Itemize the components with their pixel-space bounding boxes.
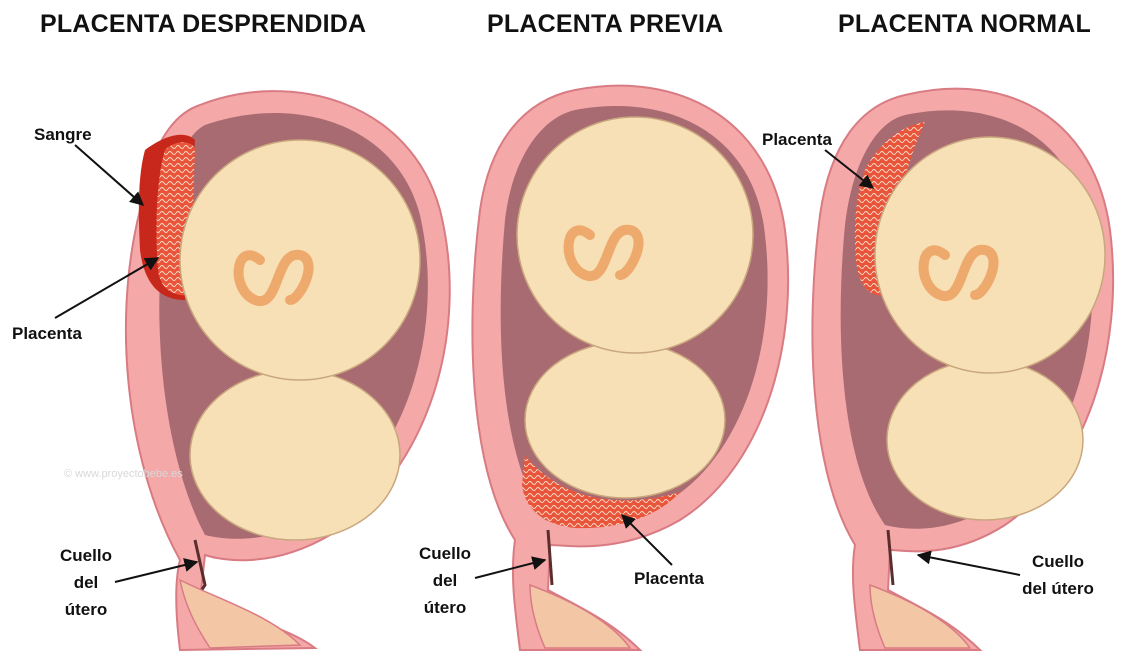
label-placenta-normal: Placenta [762,126,832,153]
label-placenta-previa: Placenta [634,565,704,592]
label-cuello-normal: Cuello del útero [1008,548,1108,602]
vagina [870,585,970,648]
fetus-head [887,360,1083,520]
label-placenta-detached: Placenta [12,320,82,347]
label-cuello-previa: Cuello del útero [409,540,481,621]
uterus-previa [472,86,788,650]
fetus-head [525,342,725,498]
arrow-sangre [75,145,143,205]
fetus-head [190,370,400,540]
label-sangre: Sangre [34,121,92,148]
label-cuello-detached: Cuello del útero [50,542,122,623]
arrow-cuello-normal [918,555,1020,575]
watermark: © www.proyectobebe.es [64,468,183,480]
uterus-detached [126,91,450,650]
vagina [530,585,630,648]
